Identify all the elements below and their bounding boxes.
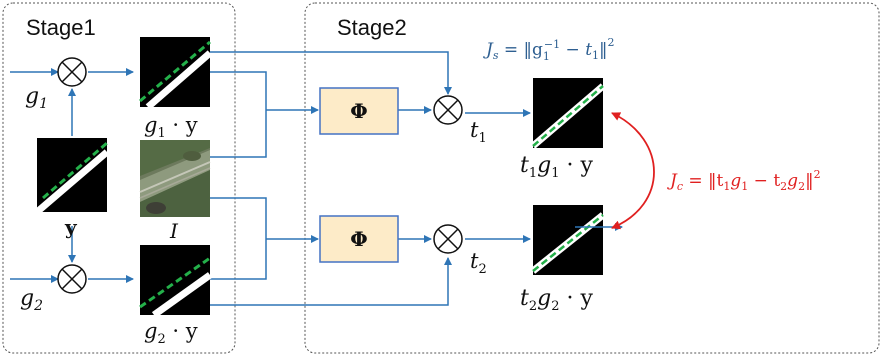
g2y-mask-image [139,245,213,318]
stage2-box [304,2,880,354]
aerial-photo-image [139,140,211,217]
phi-network-bottom: Φ [319,215,399,263]
image-to-phi-bottom-connector [210,197,267,239]
js-loss-equation: Js = ‖g1−1 − t1‖2 [483,36,615,63]
g2y-label: g2 · y [144,319,198,347]
output-bottom-label: t2g2 · y [520,286,593,314]
multiply-node-top-stage1 [57,57,87,87]
t2-label: t2 [470,249,487,277]
g1y-mask-image [139,37,213,110]
multiply-node-bottom-stage2 [433,224,463,254]
output-bottom-mask-image [530,205,606,275]
phi-top-label: Φ [350,99,367,123]
jc-loss-equation: Jc = ‖t1g1 − t2g2‖2 [667,168,821,193]
g2y-skip-connector [210,257,452,306]
phi-bottom-label: Φ [350,227,367,251]
g1y-to-phi-connector [210,71,267,110]
g2y-to-phi-connector [210,239,267,280]
multiply-node-bottom-stage1 [57,264,87,294]
output-top-label: t1g1 · y [520,153,593,181]
g2-label: g2 [20,286,43,314]
stage1-label: Stage1 [26,15,96,40]
g1y-skip-connector [210,51,452,95]
image-to-phi-top-connector [210,110,267,158]
stage1-box [2,2,236,354]
jc-consistency-arrow [611,112,655,230]
stage2-label: Stage2 [337,15,407,40]
y-label: y [64,215,78,239]
g1-label: g1 [25,84,48,112]
multiply-node-top-stage2 [433,95,463,125]
image-label: I [169,219,179,243]
g1y-label: g1 · y [144,113,198,141]
y-mask-image [34,138,110,215]
t1-label: t1 [470,118,487,146]
output-top-mask-image [530,78,606,149]
phi-network-top: Φ [319,87,399,135]
